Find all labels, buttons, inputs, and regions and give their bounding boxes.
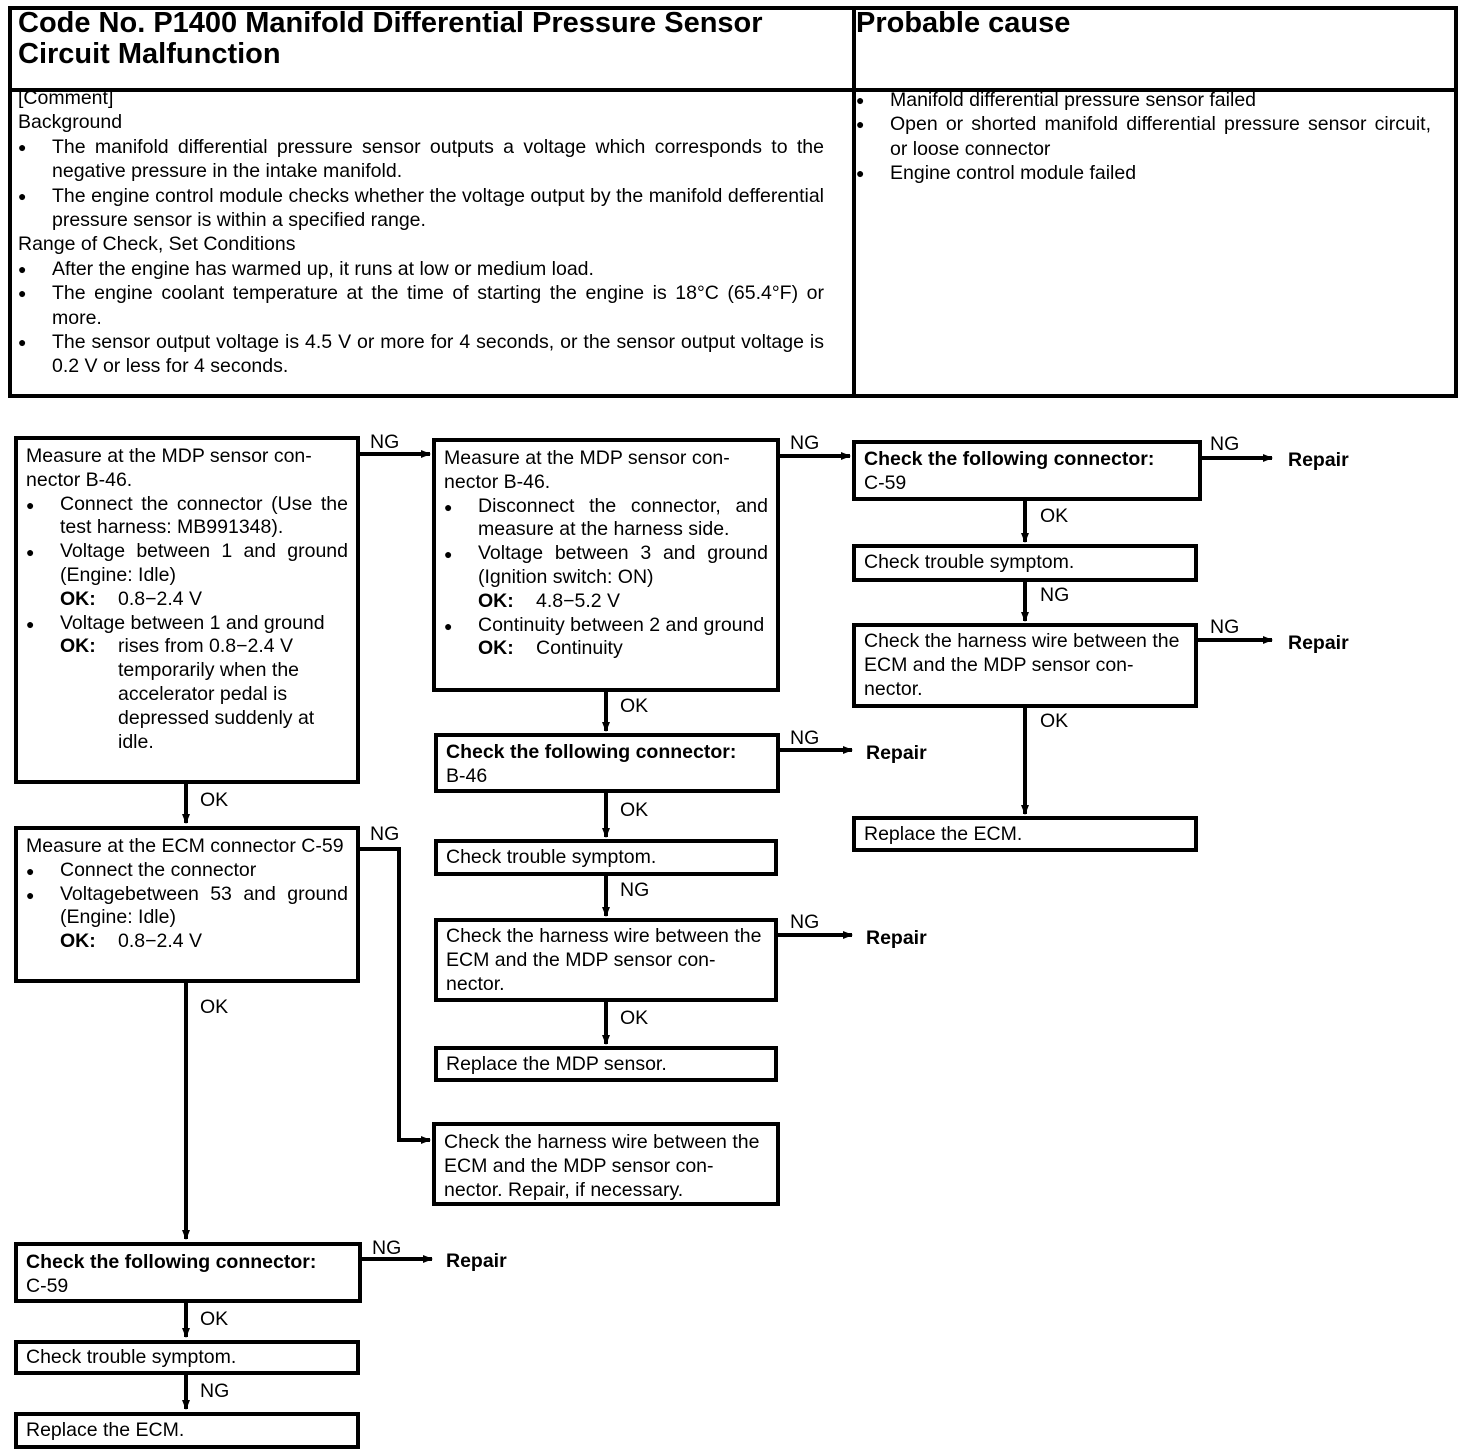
- step-title: Check the following connector:: [446, 741, 737, 763]
- step-title: Measure at the MDP sensor con-nector B-4…: [26, 445, 312, 491]
- ok-label: OK: [1040, 710, 1069, 732]
- probable-cause-list: Manifold differential pressure sensor fa…: [856, 88, 1431, 186]
- range-item: The engine coolant temperature at the ti…: [18, 281, 824, 330]
- step-measure-ecm: Measure at the ECM connector C-59 Connec…: [14, 826, 360, 983]
- ng-label: NG: [372, 1237, 402, 1259]
- connector-id: C-59: [864, 471, 907, 494]
- ok-label: OK: [200, 1308, 229, 1330]
- step-measure-mdp-connected: Measure at the MDP sensor con-nector B-4…: [14, 436, 360, 784]
- step-replace-ecm: Replace the ECM.: [14, 1412, 360, 1449]
- step-check-connector-c59: Check the following connector: C-59: [14, 1242, 362, 1303]
- ok-spec: OK:4.8−5.2 V: [478, 589, 621, 612]
- step-title: Measure at the ECM connector C-59: [26, 835, 344, 857]
- step-check-symptom: Check trouble symptom.: [852, 544, 1198, 582]
- step-item: Voltage between 1 and ground (Engine: Id…: [26, 540, 348, 588]
- probable-cause-title: Probable cause: [856, 7, 1071, 39]
- ng-label: NG: [620, 879, 650, 901]
- ng-label: NG: [1040, 584, 1070, 606]
- ok-label: OK: [620, 695, 649, 717]
- step-item: Voltage between 1 and ground: [26, 612, 348, 636]
- step-check-harness-repair: Check the harness wire between the ECM a…: [432, 1122, 780, 1206]
- ok-label: OK: [620, 1007, 649, 1029]
- code-title-line: Circuit Malfunction: [18, 38, 281, 70]
- step-check-harness: Check the harness wire between the ECM a…: [434, 918, 778, 1002]
- step-check-symptom: Check trouble symptom.: [434, 839, 778, 876]
- header-table: [8, 6, 1458, 398]
- step-check-symptom: Check trouble symptom.: [14, 1340, 360, 1375]
- step-item: Connect the connector (Use the test harn…: [26, 493, 348, 541]
- range-label: Range of Check, Set Conditions: [18, 233, 296, 256]
- ng-label: NG: [790, 432, 820, 454]
- comment-section: [Comment] Background The manifold differ…: [18, 86, 824, 379]
- step-title: Measure at the MDP sensor con-nector B-4…: [444, 447, 730, 493]
- cause-item: Open or shorted manifold differential pr…: [856, 112, 1431, 161]
- ng-label: NG: [370, 823, 400, 845]
- code-title: Code No. P1400 Manifold Differential Pre…: [18, 8, 818, 70]
- step-replace-ecm: Replace the ECM.: [852, 816, 1198, 852]
- ng-label: NG: [200, 1380, 230, 1402]
- repair-label: Repair: [446, 1250, 507, 1272]
- connector-id: B-46: [446, 764, 488, 787]
- ok-label: OK: [620, 799, 649, 821]
- ok-spec: OK:0.8−2.4 V: [60, 930, 203, 953]
- step-item: Continuity between 2 and ground: [444, 614, 768, 638]
- ok-label: OK: [200, 996, 229, 1018]
- repair-label: Repair: [866, 742, 927, 764]
- step-item: Voltagebetween 53 and ground (Engine: Id…: [26, 883, 348, 931]
- step-item: Voltage between 3 and ground (Ignition s…: [444, 542, 768, 590]
- step-replace-mdp-sensor: Replace the MDP sensor.: [434, 1046, 778, 1082]
- step-title: Check the following connector:: [26, 1251, 317, 1273]
- table-divider: [852, 10, 856, 394]
- cause-item: Engine control module failed: [856, 161, 1431, 186]
- code-title-line: Code No. P1400 Manifold Differential Pre…: [18, 7, 763, 39]
- step-item: Disconnect the connector, and measure at…: [444, 495, 768, 543]
- repair-label: Repair: [866, 927, 927, 949]
- range-item: After the engine has warmed up, it runs …: [18, 257, 824, 282]
- ng-label: NG: [790, 727, 820, 749]
- repair-label: Repair: [1288, 632, 1349, 654]
- ok-label: OK: [1040, 505, 1069, 527]
- ok-label: OK: [200, 789, 229, 811]
- step-title: Check the following connector:: [864, 448, 1155, 470]
- repair-label: Repair: [1288, 449, 1349, 471]
- ok-spec: OK:0.8−2.4 V: [60, 587, 203, 610]
- background-item: The manifold differential pressure senso…: [18, 135, 824, 184]
- step-item: Connect the connector: [26, 859, 348, 883]
- ok-spec: OK:Continuity: [478, 637, 623, 660]
- step-check-harness: Check the harness wire between the ECM a…: [852, 623, 1198, 708]
- table-divider: [12, 88, 1454, 92]
- connector-id: C-59: [26, 1274, 69, 1297]
- ng-label: NG: [1210, 433, 1240, 455]
- ng-label: NG: [790, 911, 820, 933]
- cause-item: Manifold differential pressure sensor fa…: [856, 88, 1431, 113]
- comment-label: [Comment]: [18, 87, 114, 109]
- step-check-connector-b46: Check the following connector: B-46: [434, 733, 780, 793]
- step-check-connector-c59: Check the following connector: C-59: [852, 440, 1202, 501]
- background-item: The engine control module checks whether…: [18, 184, 824, 233]
- range-item: The sensor output voltage is 4.5 V or mo…: [18, 330, 824, 379]
- ok-spec: OK:rises from 0.8−2.4 V temporarily when…: [60, 635, 315, 753]
- ng-label: NG: [1210, 616, 1240, 638]
- step-measure-mdp-harness: Measure at the MDP sensor con-nector B-4…: [432, 438, 780, 692]
- background-label: Background: [18, 111, 123, 134]
- ng-label: NG: [370, 431, 400, 453]
